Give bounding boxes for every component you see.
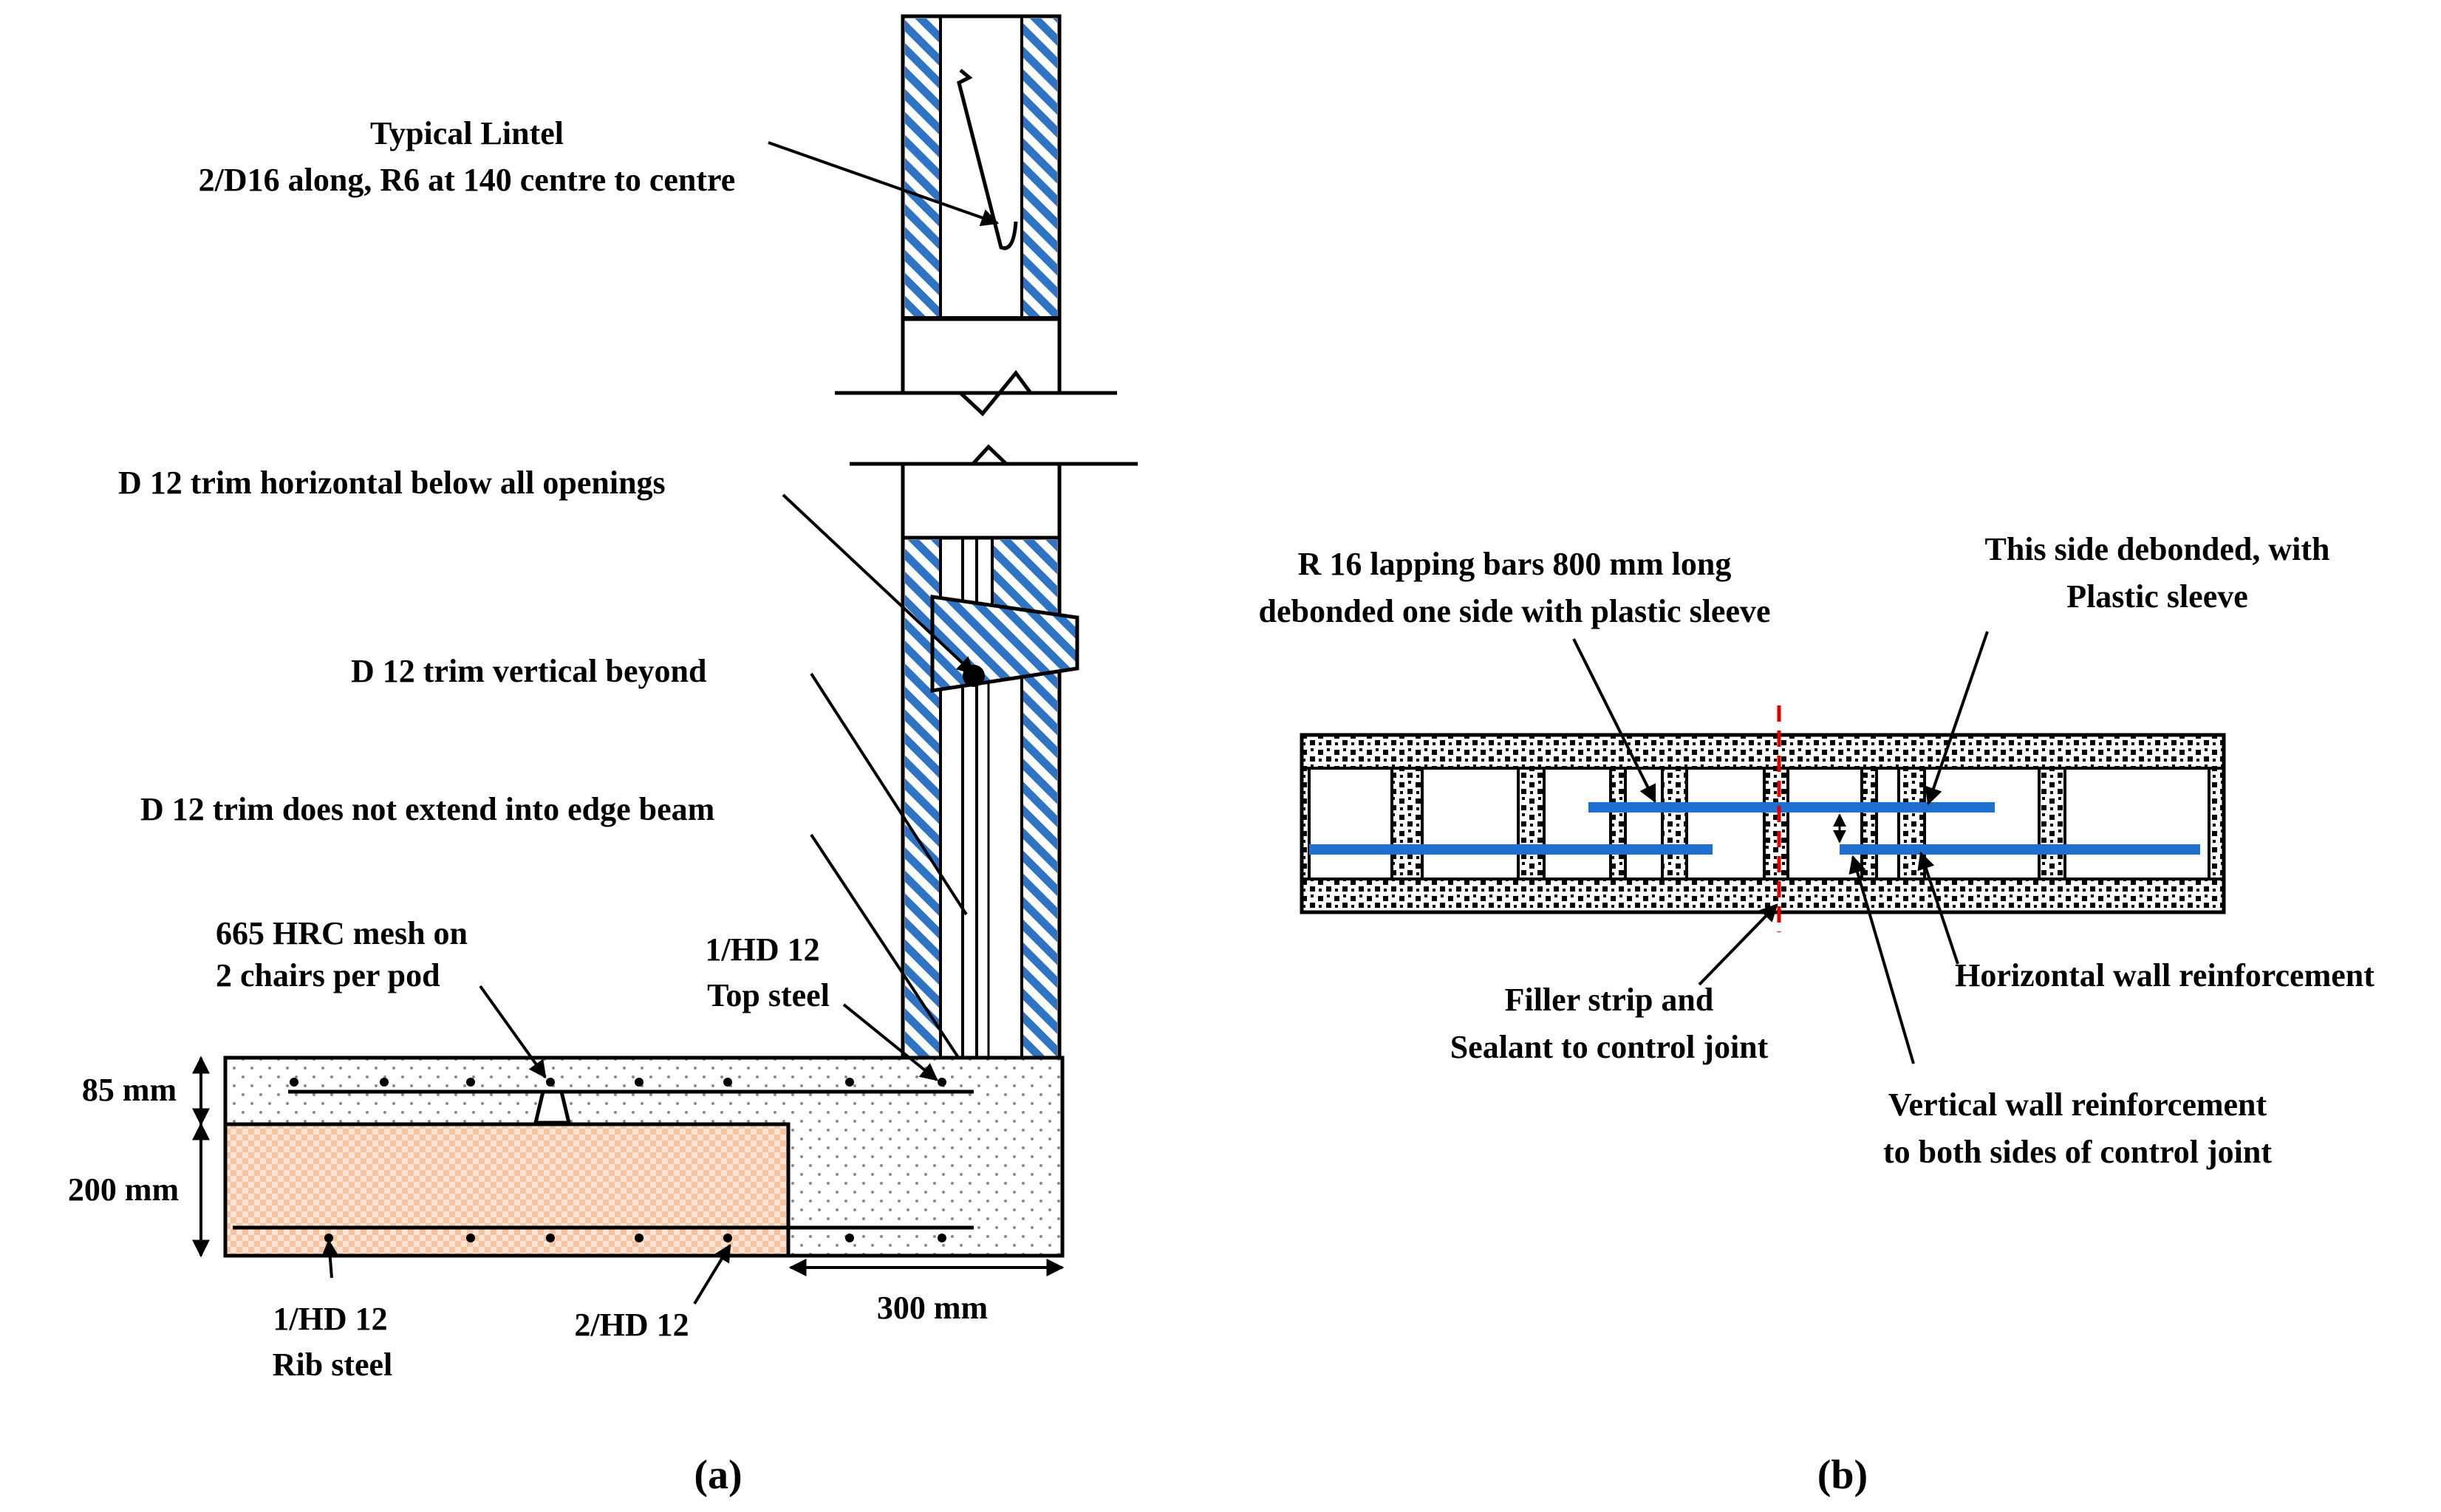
leaders-a (321, 141, 1000, 1305)
bottom-bars-label: 2/HD 12 (574, 1307, 689, 1343)
rib-steel-label-1: 1/HD 12 (273, 1301, 387, 1337)
dim-300-label: 300 mm (877, 1290, 988, 1326)
filler-label-2: Sealant to control joint (1450, 1029, 1769, 1065)
caption-b: (b) (1817, 1452, 1868, 1498)
panel-b: R 16 lapping bars 800 mm long debonded o… (1258, 531, 2375, 1498)
rib-steel-label-2: Rib steel (273, 1347, 393, 1383)
dim-200-label: 200 mm (68, 1171, 179, 1208)
top-steel-label-1: 1/HD 12 (705, 931, 819, 968)
trim-horizontal-label: D 12 trim horizontal below all openings (118, 465, 666, 501)
mesh-label-1: 665 HRC mesh on (216, 915, 468, 951)
lintel-detail: 2/D16 along, R6 at 140 centre to centre (199, 162, 736, 198)
vertical-reinf-label-2: to both sides of control joint (1883, 1134, 2272, 1170)
lapping-bars-label-2: debonded one side with plastic sleeve (1258, 593, 1770, 629)
debonded-side-label-1: This side debonded, with (1984, 531, 2329, 567)
dim-85-label: 85 mm (82, 1072, 177, 1108)
debonded-side-label-2: Plastic sleeve (2066, 578, 2248, 615)
lintel-title: Typical Lintel (370, 115, 564, 151)
mesh-label-2: 2 chairs per pod (216, 957, 440, 993)
vertical-reinf-label-1: Vertical wall reinforcement (1888, 1087, 2267, 1123)
lapping-bars-label-1: R 16 lapping bars 800 mm long (1298, 546, 1732, 582)
rebars (1309, 802, 2200, 855)
top-mesh-bars (290, 1078, 946, 1087)
leaders-b (1572, 631, 1989, 1064)
trim-vertical-label: D 12 trim vertical beyond (351, 653, 706, 689)
wall-plan (1300, 733, 2226, 914)
trim-no-extend-label: D 12 trim does not extend into edge beam (140, 791, 714, 827)
caption-a: (a) (694, 1452, 742, 1498)
lintel-ligature (957, 69, 1018, 250)
top-steel-label-2: Top steel (707, 977, 830, 1013)
filler-label-1: Filler strip and (1505, 982, 1714, 1018)
edge-beam (223, 1056, 1065, 1258)
bar-chair (533, 1089, 572, 1125)
wall-break (835, 317, 1138, 540)
panel-a: Typical Lintel 2/D16 along, R6 at 140 ce… (68, 14, 1138, 1498)
horizontal-reinf-label: Horizontal wall reinforcement (1955, 957, 2375, 993)
